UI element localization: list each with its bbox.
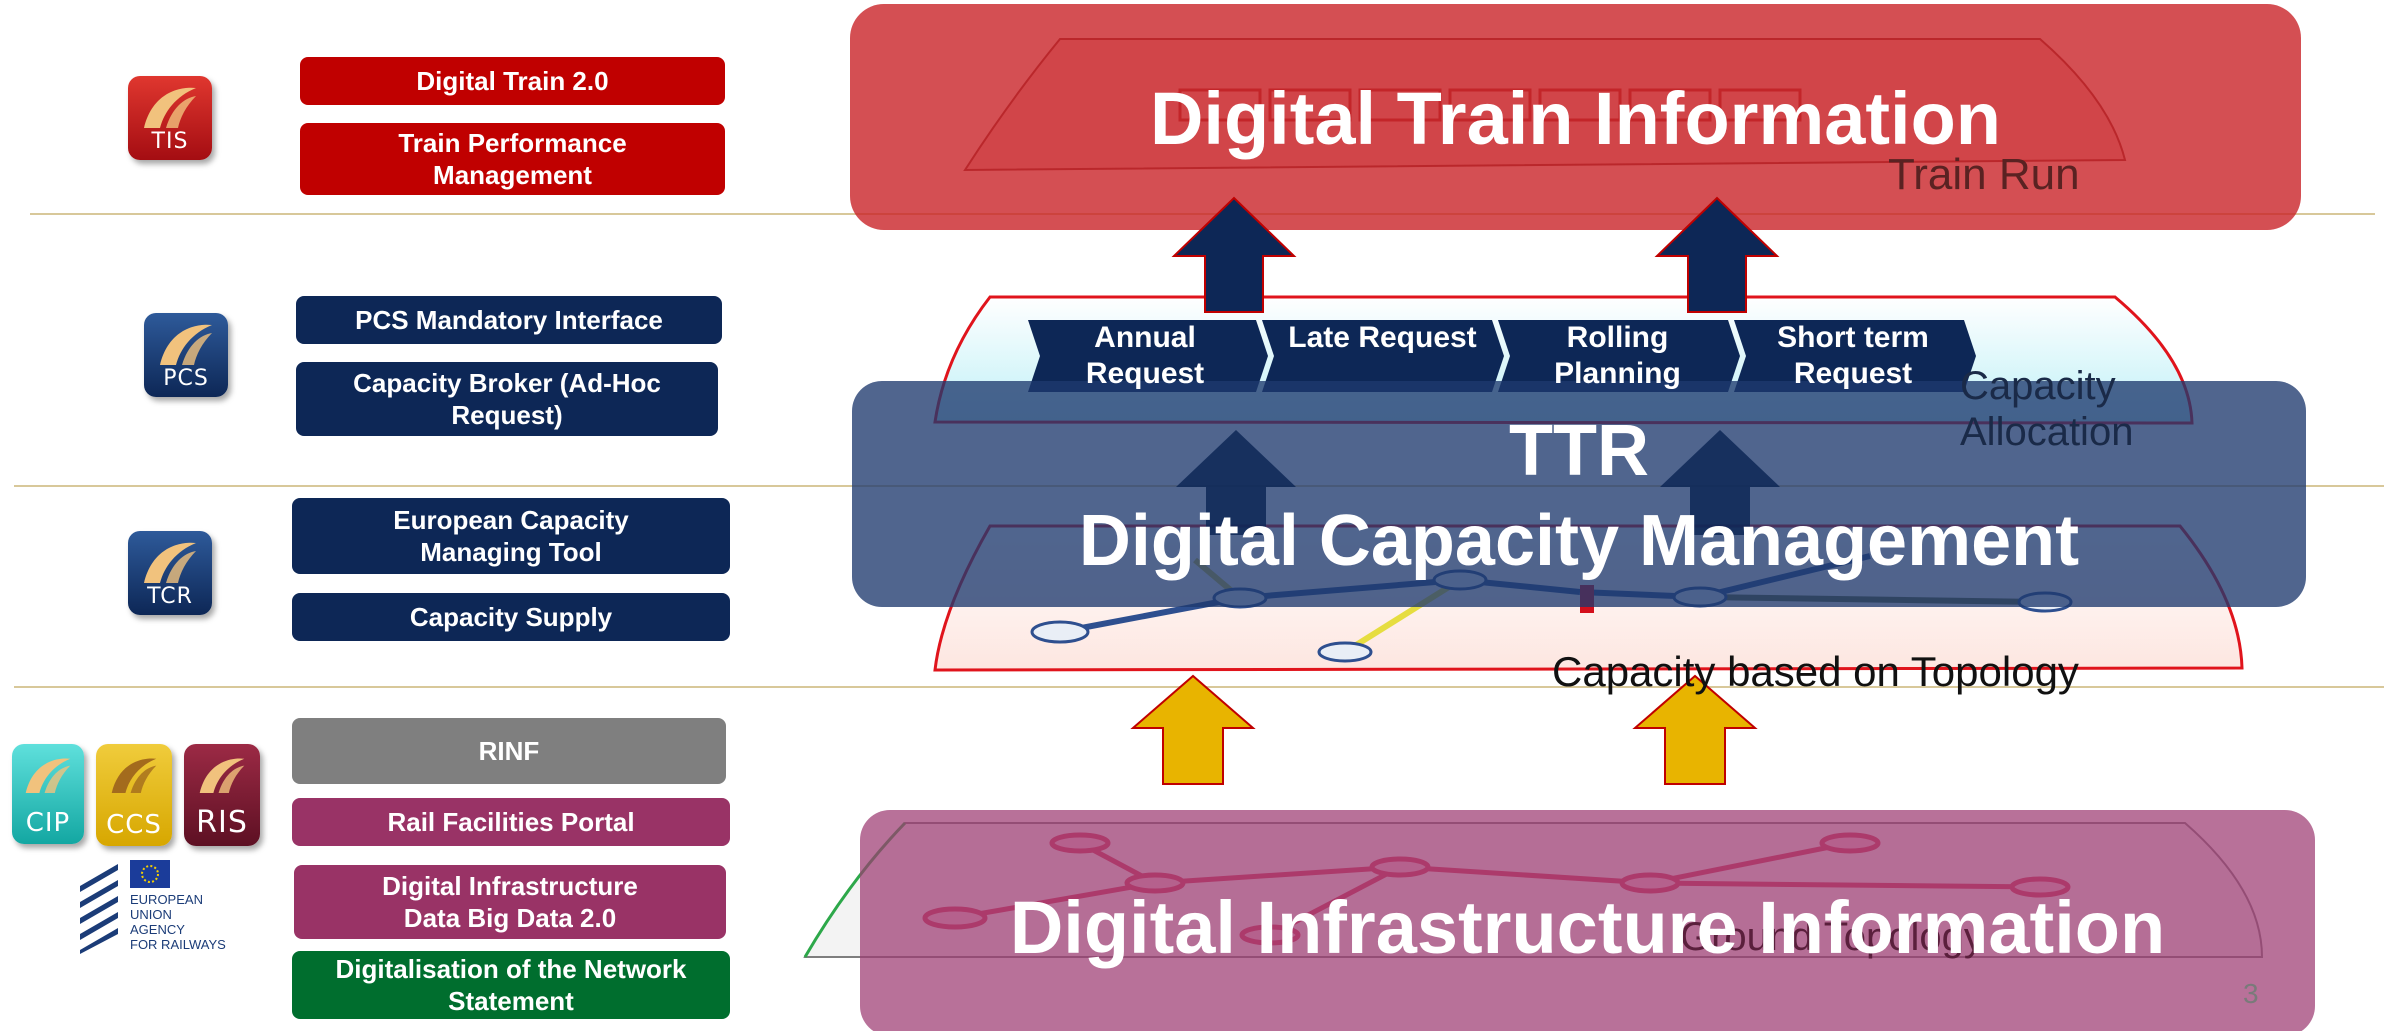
arrow-up-icon bbox=[1171, 196, 1297, 313]
cip-icon: CIP bbox=[12, 744, 84, 844]
ris-icon: RIS bbox=[184, 744, 260, 846]
eu-agency-stripes-icon bbox=[80, 864, 118, 954]
arrow-up-icon bbox=[1130, 674, 1256, 785]
train-run-label: Train Run bbox=[1888, 150, 2080, 199]
ris-icon-label: RIS bbox=[196, 805, 248, 840]
step-short-term-request-label: Short term Request bbox=[1777, 321, 1929, 390]
ground-topology-label: Ground Topology bbox=[1680, 915, 1984, 959]
tis-icon-label: TIS bbox=[151, 129, 189, 154]
infra-item-digital-infrastructure-data: Digital Infrastructure Data Big Data 2.0 bbox=[294, 865, 726, 939]
capacity-mgmt-title: Digital Capacity Management bbox=[1078, 501, 2080, 581]
pcs-icon-label: PCS bbox=[163, 366, 209, 391]
capacity-mgmt-title-ttr: TTR bbox=[1509, 411, 1649, 491]
step-annual-request-label: Annual Request bbox=[1085, 321, 1205, 390]
tis-item-train-performance: Train Performance Management bbox=[300, 123, 725, 195]
pcs-icon: PCS bbox=[144, 313, 228, 397]
tis-icon: TIS bbox=[128, 76, 212, 160]
step-rolling-planning bbox=[1498, 320, 1740, 392]
arrow-up-icon bbox=[1654, 196, 1780, 313]
tcr-icon: TCR bbox=[128, 531, 212, 615]
step-rolling-planning-label: Rolling Planning bbox=[1554, 321, 1681, 390]
eu-agency-text-2: UNION bbox=[130, 907, 172, 922]
eu-agency-logo: EUROPEAN UNION AGENCY FOR RAILWAYS bbox=[72, 858, 242, 958]
infra-layer-title: Digital Infrastructure Information bbox=[1009, 886, 2166, 969]
infra-item-rail-facilities-portal: Rail Facilities Portal bbox=[292, 798, 730, 846]
eu-agency-text-4: FOR RAILWAYS bbox=[130, 937, 226, 952]
infra-item-rinf: RINF bbox=[292, 718, 726, 784]
arrow-up-icon bbox=[1176, 430, 1296, 535]
topology-label: Capacity based on Topology bbox=[1552, 648, 2079, 695]
step-late-request bbox=[1262, 320, 1504, 392]
capacity-management-box bbox=[852, 381, 2306, 607]
ccs-icon: CCS bbox=[96, 744, 172, 846]
capacity-allocation-label-1: Capacity bbox=[1960, 364, 2116, 408]
page-number: 3 bbox=[2243, 978, 2259, 1009]
pcs-item-capacity-broker: Capacity Broker (Ad-Hoc Request) bbox=[296, 362, 718, 436]
cip-icon-label: CIP bbox=[25, 808, 71, 838]
arrow-up-icon bbox=[1660, 430, 1780, 535]
ccs-icon-label: CCS bbox=[106, 810, 162, 840]
capacity-allocation-label-2: Allocation bbox=[1960, 410, 2134, 454]
train-layer-title: Digital Train Information bbox=[1149, 77, 2002, 160]
eu-flag-icon bbox=[130, 860, 170, 888]
tis-item-digital-train: Digital Train 2.0 bbox=[300, 57, 725, 105]
tcr-icon-label: TCR bbox=[147, 584, 193, 609]
train-layer-box bbox=[850, 4, 2301, 230]
infra-item-network-statement: Digitalisation of the Network Statement bbox=[292, 951, 730, 1019]
arrow-up-icon bbox=[1632, 674, 1758, 785]
infrastructure-layer-box bbox=[860, 810, 2315, 1031]
step-late-request-label: Late Request bbox=[1288, 321, 1477, 354]
pcs-item-mandatory-interface: PCS Mandatory Interface bbox=[296, 296, 722, 344]
eu-agency-text-3: AGENCY bbox=[130, 922, 185, 937]
step-annual-request bbox=[1028, 320, 1268, 392]
tcr-item-capacity-supply: Capacity Supply bbox=[292, 593, 730, 641]
eu-agency-text-1: EUROPEAN bbox=[130, 892, 203, 907]
tcr-item-capacity-managing-tool: European Capacity Managing Tool bbox=[292, 498, 730, 574]
step-short-term-request bbox=[1734, 320, 1976, 392]
